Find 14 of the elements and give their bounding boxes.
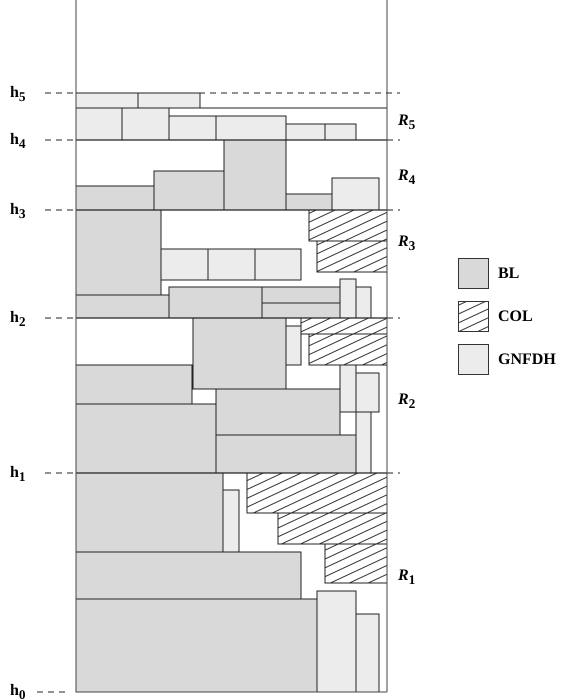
level-label: h$_{0}$	[10, 682, 26, 699]
region-label: R$_{4}$	[398, 167, 416, 190]
level-label: h$_{2}$	[10, 309, 26, 332]
region-label: R$_{2}$	[398, 391, 416, 414]
legend-label: GNFDH	[498, 351, 556, 369]
level-label: h$_{1}$	[10, 464, 26, 486]
level-label: h$_{4}$	[10, 131, 26, 154]
region-label: R$_{3}$	[398, 233, 416, 256]
level-label: h$_{3}$	[10, 201, 26, 224]
region-label: R$_{5}$	[398, 112, 416, 134]
level-label: h$_{5}$	[10, 84, 26, 106]
region-label: R$_{1}$	[398, 567, 416, 590]
legend-label: BL	[498, 265, 520, 283]
legend-label: COL	[498, 308, 533, 326]
